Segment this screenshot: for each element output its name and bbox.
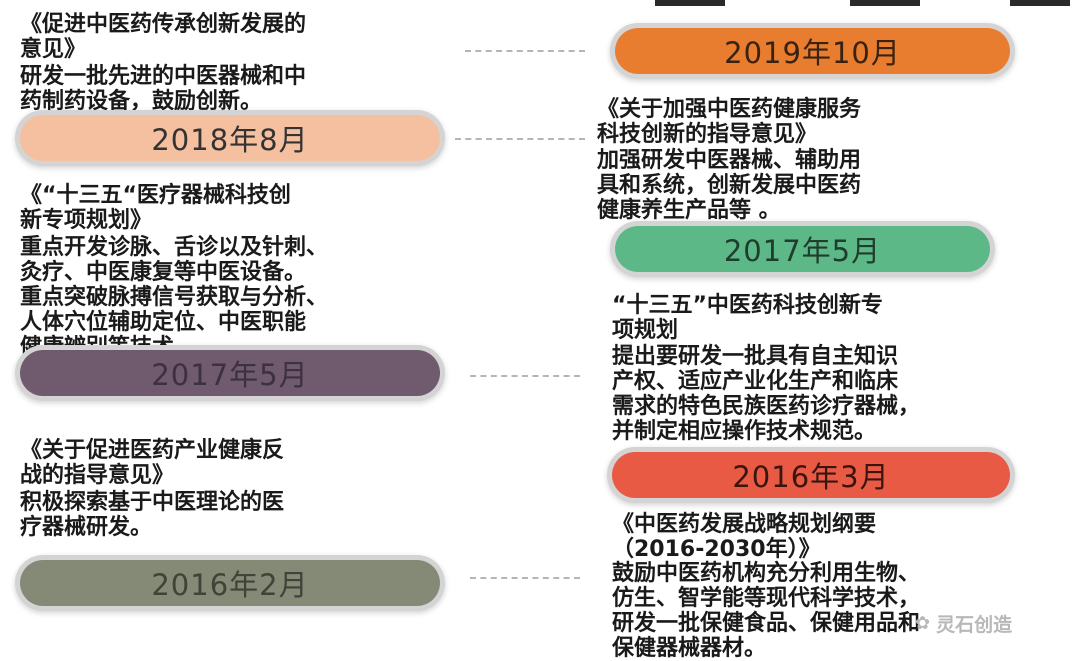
date-label: 2019年10月 [724,36,901,70]
policy-title-2018-08: 《促进中医药传承创新发展的 意见》 [20,12,307,62]
watermark-text: 灵石创造 [936,614,1013,636]
policy-body-2019-10: 加强研发中医器械、辅助用 具和系统，创新发展中医药 健康养生产品等 。 [597,148,862,223]
date-pill-2016-02: 2016年2月 [20,560,440,606]
date-pill-2017-05-right: 2017年5月 [615,226,990,272]
top-edge-mark [655,0,725,6]
policy-title-2019-10: 《关于加强中医药健康服务 科技创新的指导意见》 [597,97,862,147]
connector-line [470,375,580,377]
date-pill-2018-08: 2018年8月 [20,115,440,161]
top-edge-mark [1010,0,1070,6]
connector-line [470,577,580,579]
policy-body-2018-08: 研发一批先进的中医器械和中 药制药设备，鼓励创新。 [20,64,307,114]
date-pill-2019-10: 2019年10月 [615,28,1010,74]
policy-body-2017-05-right: 提出要研发一批具有自主知识 产权、适应产业化生产和临床 需求的特色民族医药诊疗器… [612,344,921,444]
policy-title-2016-02: 《关于促进医药产业健康反 战的指导意见》 [20,438,285,488]
date-label: 2017年5月 [151,358,309,392]
top-edge-mark [850,0,920,6]
policy-title-2016-03: 《中医药发展战略规划纲要 （2016-2030年）》 [612,512,877,562]
date-label: 2018年8月 [151,123,309,157]
policy-title-2017-05-left: 《“十三五“医疗器械科技创 新专项规划》 [20,183,291,233]
policy-body-2017-05-left: 重点开发诊脉、舌诊以及针刺、 灸疗、中医康复等中医设备。 重点突破脉搏信号获取与… [20,235,329,360]
policy-body-2016-02: 积极探索基于中医理论的医 疗器械研发。 [20,490,285,540]
date-pill-2016-03: 2016年3月 [612,452,1010,498]
date-label: 2016年3月 [732,460,890,494]
connector-line [455,138,585,140]
date-pill-2017-05-left: 2017年5月 [20,350,440,396]
wechat-icon: ✿ [915,613,931,634]
date-label: 2016年2月 [151,568,309,602]
policy-title-2017-05-right: “十三五”中医药科技创新专 项规划 [612,293,883,343]
watermark: ✿ 灵石创造 [915,610,1012,637]
connector-line [465,50,585,52]
date-label: 2017年5月 [723,234,882,268]
